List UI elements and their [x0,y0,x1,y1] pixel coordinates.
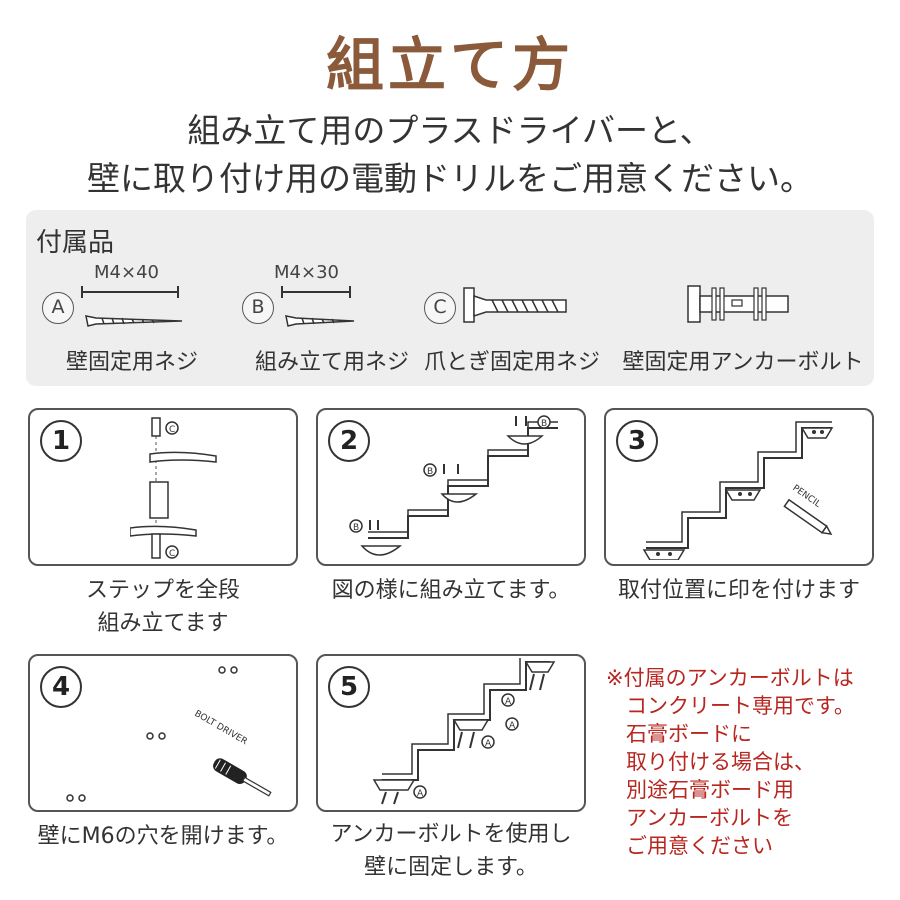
step-number: 3 [616,420,658,462]
step-5-tag-4: A [509,721,516,731]
step-1-illustration: C C [130,417,217,559]
caption-line: 組み立てます [97,611,229,636]
part-anchor: 壁固定用アンカーボルト [618,262,868,382]
step-4-tag-tool: BOLT DRIVER [193,709,249,747]
step-3-box: 3 PENCIL [604,408,874,566]
note-line: アンカーボルトを [626,806,794,830]
accessories-panel: 付属品 A M4×40 壁固定用ネジ B M4×30 組み立て用ネジ C [26,210,874,386]
anchor-bolt-icon [687,285,789,323]
part-label-c: 爪とぎ固定用ネジ [423,350,600,375]
step-3-caption: 取付位置に印を付けます [604,574,874,607]
subtitle-line-1: 組み立て用のプラスドライバーと、 [187,111,713,150]
note-line: ご用意ください [626,834,773,858]
part-code-c: C [424,292,456,324]
caption-line: ステップを全段 [85,578,240,603]
part-c: C 爪とぎ固定用ネジ [412,262,612,382]
part-code-a: A [42,292,74,324]
note-line: 別途石膏ボード用 [626,778,794,802]
note-line: コンクリート専用です。 [626,694,855,718]
step-number: 4 [40,666,82,708]
screw-a-icon [81,286,183,327]
screw-b-icon [281,286,355,327]
step-2-tag-1: B [353,523,359,533]
part-label-anchor: 壁固定用アンカーボルト [622,350,864,375]
step-1-box: 1 C C [28,408,298,566]
step-2-tag-2: B [427,467,433,477]
step-4-caption: 壁にM6の穴を開けます。 [28,820,298,853]
step-5-caption: アンカーボルトを使用し 壁に固定します。 [316,818,586,884]
page-title: 組立て方 [325,31,574,99]
step-5-box: 5 A A A A [316,654,586,812]
step-2-illustration: B B B [349,415,558,556]
part-a: A M4×40 壁固定用ネジ [32,262,232,382]
step-3-illustration: PENCIL [642,421,834,560]
subtitle-line-2: 壁に取り付け用の電動ドリルをご用意ください。 [87,159,813,198]
step-4-illustration: BOLT DRIVER [66,666,272,802]
step-number: 2 [328,420,370,462]
step-number: 5 [328,666,370,708]
screw-c-icon [463,287,567,323]
step-1-caption: ステップを全段 組み立てます [28,574,298,640]
caption-line: 壁にM6の穴を開けます。 [37,824,289,849]
step-2-box: 2 B B B [316,408,586,566]
step-5-tag-3: A [505,697,512,707]
caption-line: 図の様に組み立てます。 [331,578,571,603]
caption-line: アンカーボルトを使用し [330,822,572,847]
step-1-tag-top: C [169,425,175,435]
part-label-b: 組み立て用ネジ [254,350,409,375]
part-label-a: 壁固定用ネジ [65,350,198,375]
step-2-tag-3: B [541,419,547,429]
note-line: 石膏ボードに [626,722,752,746]
part-size-a: M4×40 [94,262,159,283]
step-4-box: 4 BOLT DRIVER [28,654,298,812]
caption-line: 壁に固定します。 [364,855,538,880]
step-5-illustration: A A A A [372,658,556,805]
note-line: ※付属のアンカーボルトは [606,666,854,690]
anchor-bolt-note: ※付属のアンカーボルトは コンクリート専用です。 石膏ボードに 取り付ける場合は… [606,664,855,860]
step-1-tag-bottom: C [169,549,175,559]
step-2-caption: 図の様に組み立てます。 [316,574,586,607]
part-b: B M4×30 組み立て用ネジ [232,262,432,382]
step-5-tag-1: A [417,789,424,799]
step-5-tag-2: A [485,739,492,749]
step-number: 1 [40,420,82,462]
caption-line: 取付位置に印を付けます [617,578,860,603]
part-size-b: M4×30 [274,262,339,283]
accessories-heading: 付属品 [36,228,115,258]
note-line: 取り付ける場合は、 [626,750,815,774]
part-code-b: B [242,292,274,324]
